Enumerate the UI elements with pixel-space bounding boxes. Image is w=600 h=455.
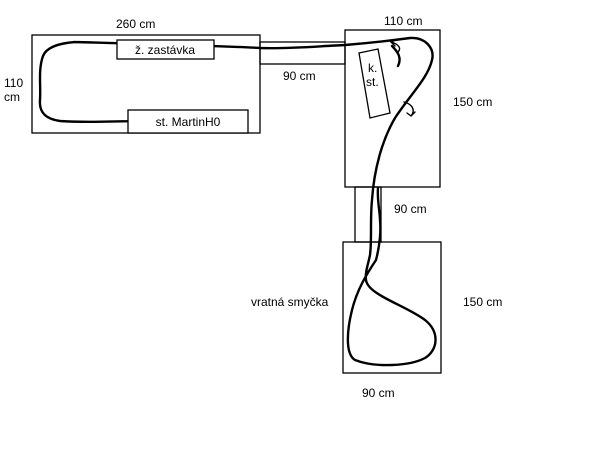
stop-label: ž. zastávka xyxy=(135,43,195,57)
station-label: st. MartinH0 xyxy=(156,115,221,129)
dim-top-left-height-value: 110 xyxy=(4,76,23,90)
direction-arrow-top xyxy=(389,39,401,53)
board-bottom xyxy=(342,241,442,374)
stop-label-box xyxy=(116,39,215,60)
kstation-box xyxy=(358,48,391,119)
track-siding xyxy=(390,44,401,68)
dim-bottom-height: 150 cm xyxy=(463,295,502,309)
dim-bottom-width: 90 cm xyxy=(362,386,395,400)
dim-top-right-width: 110 cm xyxy=(384,14,422,28)
station-label-box xyxy=(127,109,249,134)
dim-connector-vertical: 90 cm xyxy=(394,202,427,216)
direction-arrow-middle xyxy=(403,101,416,117)
board-top-right xyxy=(344,29,441,188)
kstation-label-line1: k. xyxy=(368,61,377,75)
dim-top-left-width: 260 cm xyxy=(116,17,155,31)
dim-top-right-height: 150 cm xyxy=(453,95,492,109)
kstation-label-line2: st. xyxy=(366,75,379,89)
dim-connector-top: 90 cm xyxy=(283,69,316,83)
return-loop-label: vratná smyčka xyxy=(251,295,329,309)
dim-top-left-height-unit: cm xyxy=(4,90,20,104)
